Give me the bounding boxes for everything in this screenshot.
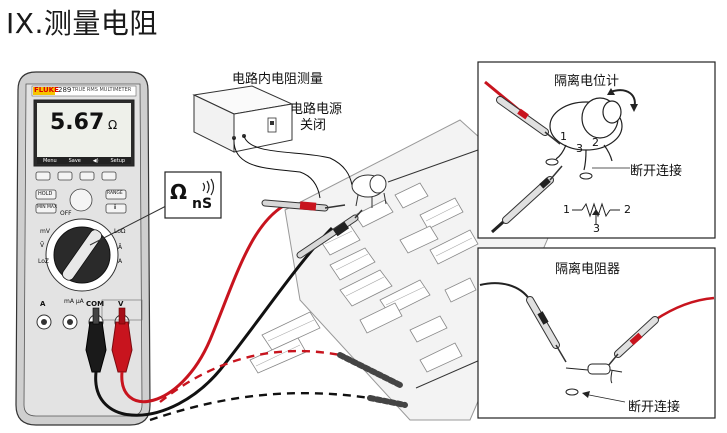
black-lead-wire <box>94 226 334 417</box>
pot-pin-1: 1 <box>560 130 567 143</box>
softkey-save[interactable]: Save <box>68 157 81 164</box>
test-leads <box>94 203 371 422</box>
softkey-sound[interactable]: ◀) <box>92 157 99 164</box>
probe-plugs <box>85 307 133 373</box>
meter-softkeys: Menu Save ◀) Setup <box>37 157 131 164</box>
jack-a-label: A <box>40 300 46 308</box>
dial-adc-label: A <box>118 258 123 265</box>
rotary-dial-pointer <box>62 229 102 281</box>
f1-button[interactable] <box>35 171 51 181</box>
zoom-line-bottom <box>415 359 481 389</box>
pot-pin-2: 2 <box>592 136 599 149</box>
black-plug <box>85 321 107 373</box>
softkey-setup[interactable]: Setup <box>110 157 126 164</box>
minmax-label: MIN MAX <box>37 205 58 210</box>
potentiometer-small <box>351 174 387 208</box>
meter-model-desc: TRUE RMS MULTIMETER <box>72 87 132 93</box>
label-break-connection-1: 断开连接 <box>630 164 683 179</box>
fluke-logo <box>33 87 55 95</box>
inset-resistor <box>477 247 716 419</box>
red-plug <box>111 321 133 373</box>
ohm-callout <box>89 171 222 246</box>
range-label: RANGE <box>107 191 123 196</box>
meter-lcd <box>37 103 131 157</box>
black-lead-dashed <box>149 391 371 422</box>
softkey-menu[interactable]: Menu <box>42 157 57 164</box>
range-button[interactable] <box>105 189 127 200</box>
label-isolate-pot: 隔离电位计 <box>554 74 620 89</box>
meter-brand: FLUKE <box>34 86 59 94</box>
inset-potentiometer <box>477 61 716 239</box>
probes-board <box>261 199 408 408</box>
meter-reading: 5.67 <box>50 110 105 135</box>
zoom-line-top <box>387 149 479 183</box>
callout-ohm-symbol: Ω <box>170 180 188 204</box>
f3-button[interactable] <box>79 171 95 181</box>
hold-button[interactable] <box>35 189 57 200</box>
info-button[interactable] <box>105 203 127 214</box>
f4-button[interactable] <box>101 171 117 181</box>
res-symbol-bottom: 3 <box>593 222 600 235</box>
label-isolate-resistor: 隔离电阻器 <box>555 262 621 277</box>
label-in-circuit: 电路内电阻测量 <box>232 72 324 87</box>
dial-aac-label: Ã <box>118 244 123 251</box>
multimeter <box>15 71 151 426</box>
f2-button[interactable] <box>57 171 73 181</box>
minmax-button[interactable] <box>35 203 57 214</box>
red-lead-wire <box>120 203 286 404</box>
res-symbol-right: 2 <box>624 203 631 216</box>
label-power-off-2: 关闭 <box>300 118 327 133</box>
dial-loohm-label: LoΩ <box>114 228 126 235</box>
dial-mv-label: mV <box>40 228 50 235</box>
nav-pad[interactable] <box>69 188 93 212</box>
red-lead-dashed <box>159 349 341 403</box>
dial-vac-label: Ṽ <box>40 242 45 249</box>
pot-pin-3: 3 <box>576 142 583 155</box>
jack-com-label: COM <box>86 300 105 308</box>
hold-label: HOLD <box>38 191 53 197</box>
power-supply-box <box>192 85 353 199</box>
dial-off-label: OFF <box>60 210 72 217</box>
label-break-connection-2: 断开连接 <box>628 400 681 415</box>
page-title: IX.测量电阻 <box>6 7 158 40</box>
meter-unit: Ω <box>108 118 118 132</box>
label-power-off-1: 电路电源 <box>290 102 343 117</box>
callout-ns-symbol: nS <box>192 196 213 212</box>
info-label: i <box>114 204 117 211</box>
res-symbol-left: 1 <box>563 203 570 216</box>
meter-model: 289 <box>58 86 72 94</box>
jack-v-label: V <box>118 300 124 308</box>
dial-loz-label: LoZ <box>38 258 50 265</box>
jack-ma-label: mA μA <box>64 298 84 305</box>
